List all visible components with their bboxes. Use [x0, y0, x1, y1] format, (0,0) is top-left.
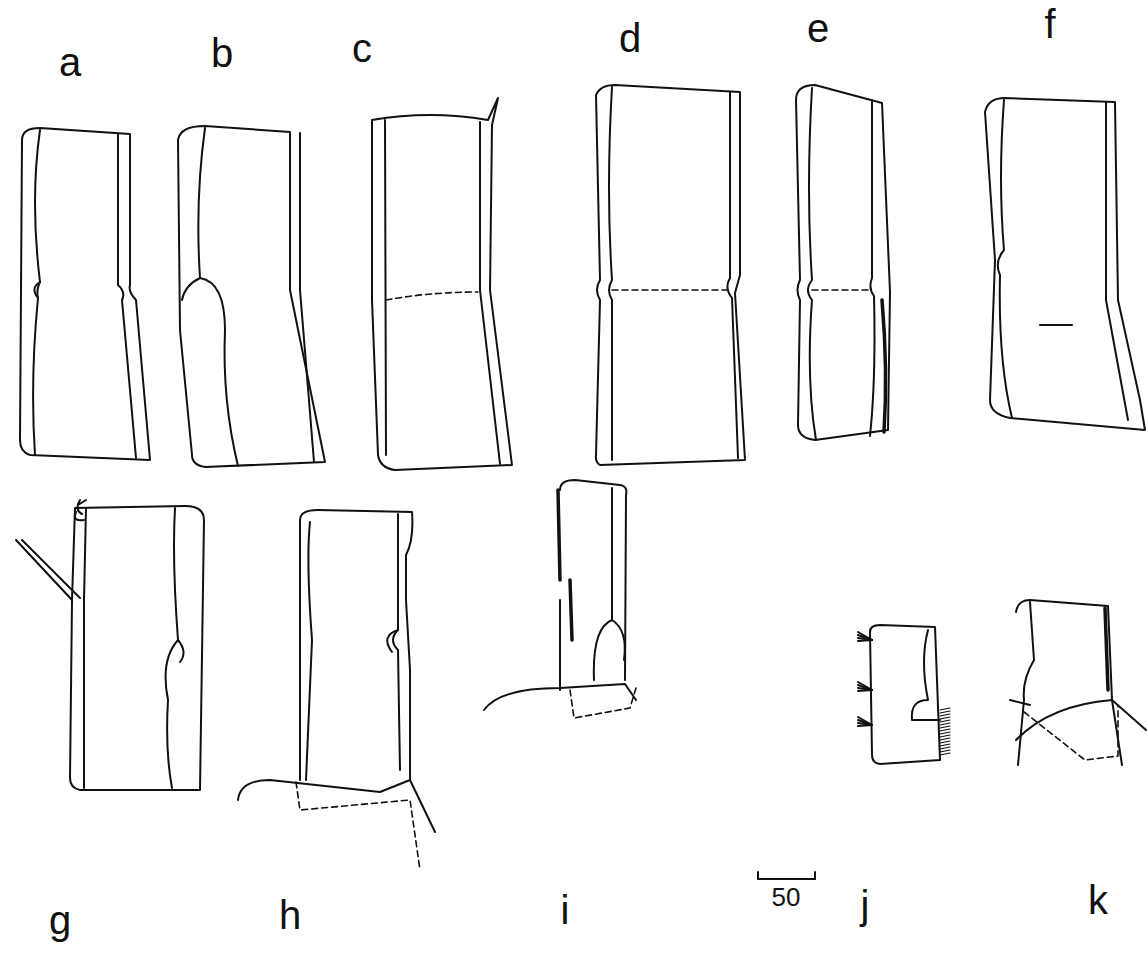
scale-label: 50	[772, 884, 801, 910]
figure-letter: g	[49, 900, 71, 940]
seta	[858, 690, 872, 691]
seta	[858, 685, 872, 690]
figure-letter: i	[561, 890, 570, 930]
segment-f	[985, 98, 1145, 430]
seta	[858, 720, 872, 725]
seta	[858, 632, 872, 640]
figure-letter: c	[352, 28, 372, 68]
figure-letter: k	[1088, 880, 1108, 920]
figure-letter: e	[807, 8, 829, 48]
segment-k	[1010, 600, 1146, 765]
seta	[940, 732, 950, 734]
figure-letter: h	[279, 895, 301, 935]
seta	[858, 640, 872, 641]
figure-letter: a	[59, 42, 81, 82]
seta	[940, 711, 950, 713]
seta	[858, 638, 872, 640]
seta	[940, 729, 950, 731]
seta	[940, 750, 950, 752]
seta	[858, 682, 872, 690]
figure-letter: d	[619, 18, 641, 58]
seta	[940, 717, 950, 719]
seta	[940, 720, 950, 722]
seta	[940, 741, 950, 743]
seta	[940, 723, 950, 725]
seta	[858, 717, 872, 725]
seta	[940, 726, 950, 728]
seta	[858, 723, 872, 725]
segment-d	[596, 85, 745, 465]
figure-letter: f	[1044, 4, 1055, 44]
seta	[940, 738, 950, 740]
seta	[940, 753, 950, 755]
seta	[940, 747, 950, 749]
seta	[858, 635, 872, 640]
seta	[858, 725, 872, 726]
seta	[940, 708, 950, 710]
segment-b	[178, 126, 325, 467]
segment-e	[796, 85, 890, 440]
segment-h	[238, 510, 435, 870]
figure-letter: j	[861, 885, 870, 925]
seta	[940, 744, 950, 746]
scale-bar	[758, 872, 815, 879]
segment-j	[858, 625, 950, 764]
seta	[940, 735, 950, 737]
segment-g	[16, 500, 204, 790]
segment-a	[20, 128, 150, 460]
segment-i	[484, 480, 636, 718]
figure-letter: b	[211, 33, 233, 73]
seta	[940, 714, 950, 716]
segment-c	[372, 98, 512, 470]
seta	[858, 688, 872, 690]
